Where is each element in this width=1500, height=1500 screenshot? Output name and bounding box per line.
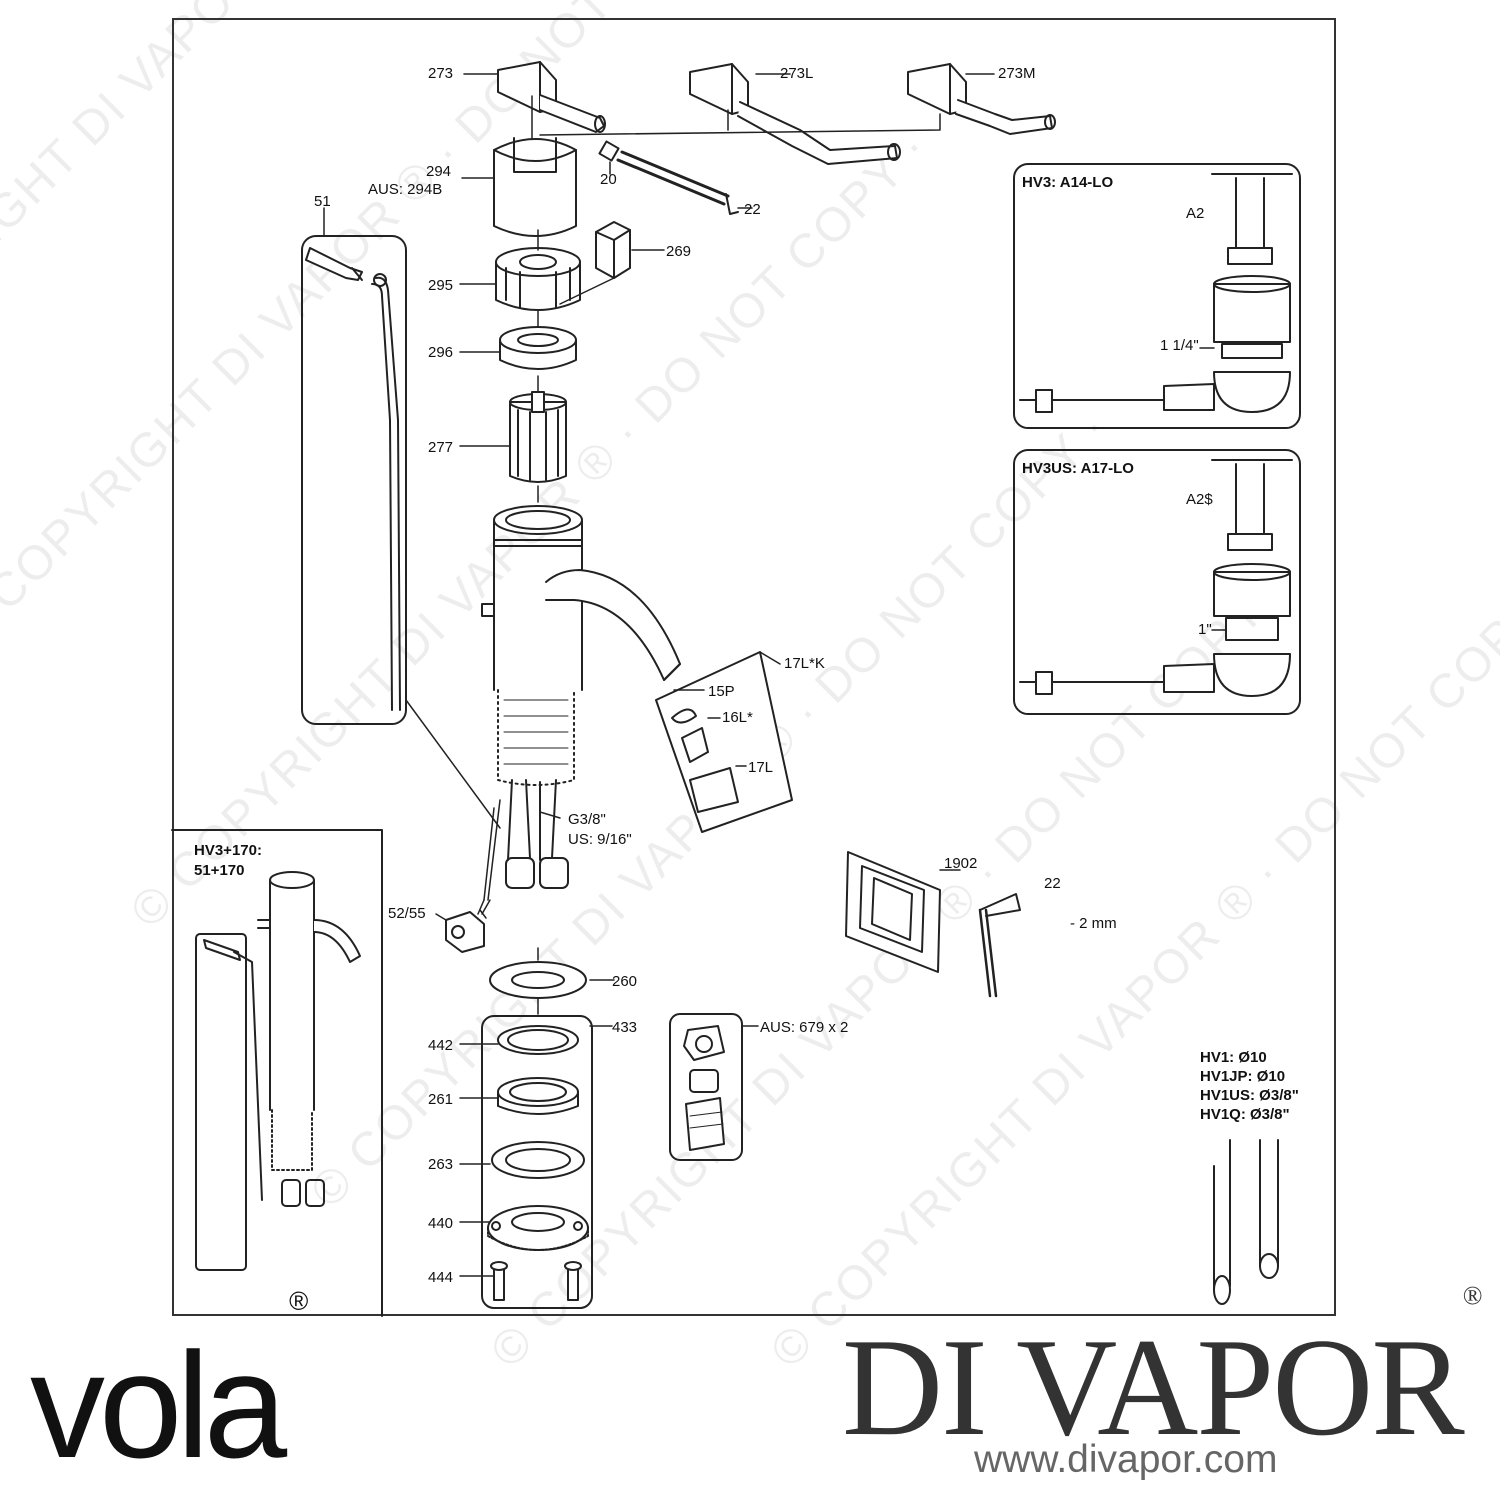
flexible-hoses — [483, 689, 575, 901]
inset-hv3-drain — [1013, 163, 1301, 429]
label-273L: 273L — [780, 65, 814, 82]
divapor-registered-mark: ® — [1462, 1281, 1483, 1311]
label-51: 51 — [314, 193, 331, 210]
vola-registered-mark: ® — [289, 1286, 309, 1316]
label-433: 433 — [612, 1019, 638, 1036]
label-273: 273 — [428, 65, 454, 82]
part-269-nut — [595, 221, 631, 279]
diagram-frame — [172, 18, 1336, 1316]
label-22-top: 22 — [744, 201, 761, 218]
part-433-fixing-kit — [481, 1015, 593, 1309]
label-440: 440 — [428, 1215, 454, 1232]
inset-hv3-170-tall — [171, 829, 383, 1317]
label-2mm: - 2 mm — [1070, 915, 1117, 932]
label-us-916: US: 9/16" — [568, 831, 632, 848]
spec-hv1q: HV1Q: Ø3/8" — [1200, 1106, 1290, 1123]
part-1902-template — [845, 851, 941, 973]
part-17LK-aerator-kit — [655, 651, 793, 833]
part-294-knob — [493, 137, 577, 237]
handle-273 — [497, 61, 606, 133]
label-1in: 1" — [1198, 621, 1212, 638]
label-20: 20 — [600, 171, 617, 188]
divapor-website-link[interactable]: www.divapor.com — [974, 1438, 1278, 1481]
pipe-spec-list: HV1: Ø10 HV1JP: Ø10 HV1US: Ø3/8" HV1Q: Ø… — [1200, 1048, 1299, 1124]
spec-hv1jp: HV1JP: Ø10 — [1200, 1068, 1286, 1085]
divapor-logo: DI VAPOR® — [842, 1283, 1482, 1458]
part-260-washer — [489, 961, 587, 999]
handle-273L — [689, 63, 901, 165]
label-g38: G3/8" — [568, 811, 606, 828]
handle-273M — [907, 63, 1056, 135]
label-22-key: 22 — [1044, 875, 1061, 892]
handle-link-line — [539, 109, 941, 136]
label-296: 296 — [428, 344, 454, 361]
spec-hv1: HV1: Ø10 — [1200, 1049, 1267, 1066]
part-22-hex-key-2mm — [978, 893, 1021, 998]
part-277-cartridge — [509, 391, 567, 483]
divapor-wordmark: DI VAPOR — [842, 1310, 1465, 1465]
vola-wordmark: vola — [30, 1321, 287, 1489]
part-52-55-connector — [445, 911, 485, 953]
label-a2s: A2$ — [1186, 491, 1213, 508]
inset-hv3-170-title: HV3+170: — [194, 842, 262, 859]
label-294: 294 — [426, 163, 452, 180]
label-1902: 1902 — [944, 855, 978, 872]
label-277: 277 — [428, 439, 454, 456]
inset-hv3-170-subtitle: 51+170 — [194, 862, 245, 879]
label-294-aus: AUS: 294B — [368, 181, 443, 198]
spec-hv1us: HV1US: Ø3/8" — [1200, 1087, 1299, 1104]
label-295: 295 — [428, 277, 454, 294]
supply-pipes — [1213, 1139, 1279, 1305]
mixer-body — [481, 505, 681, 691]
label-52-55: 52/55 — [388, 905, 426, 922]
part-22-hex-key — [616, 150, 739, 215]
label-17LK: 17L*K — [784, 655, 825, 672]
label-aus-679: AUS: 679 x 2 — [760, 1019, 849, 1036]
inset-hv3us-title: HV3US: A17-LO — [1022, 460, 1134, 477]
label-1-1-4: 1 1/4" — [1160, 337, 1199, 354]
part-679-check-valves — [669, 1013, 743, 1161]
label-16L: 16L* — [722, 709, 753, 726]
part-20-screw — [598, 140, 620, 162]
label-15P: 15P — [708, 683, 735, 700]
label-263: 263 — [428, 1156, 454, 1173]
label-269: 269 — [666, 243, 692, 260]
label-260: 260 — [612, 973, 638, 990]
label-442: 442 — [428, 1037, 454, 1054]
label-261: 261 — [428, 1091, 454, 1108]
label-273M: 273M — [998, 65, 1036, 82]
label-17L: 17L — [748, 759, 774, 776]
inset-hv3us-drain — [1013, 449, 1301, 715]
inset-hv3-title: HV3: A14-LO — [1022, 174, 1114, 191]
part-296-ring — [499, 326, 577, 370]
label-444: 444 — [428, 1269, 454, 1286]
leader-lines — [323, 73, 995, 1277]
part-51-lever-inset — [301, 235, 407, 725]
label-a2: A2 — [1186, 205, 1205, 222]
vola-logo: vola® — [30, 1288, 308, 1480]
